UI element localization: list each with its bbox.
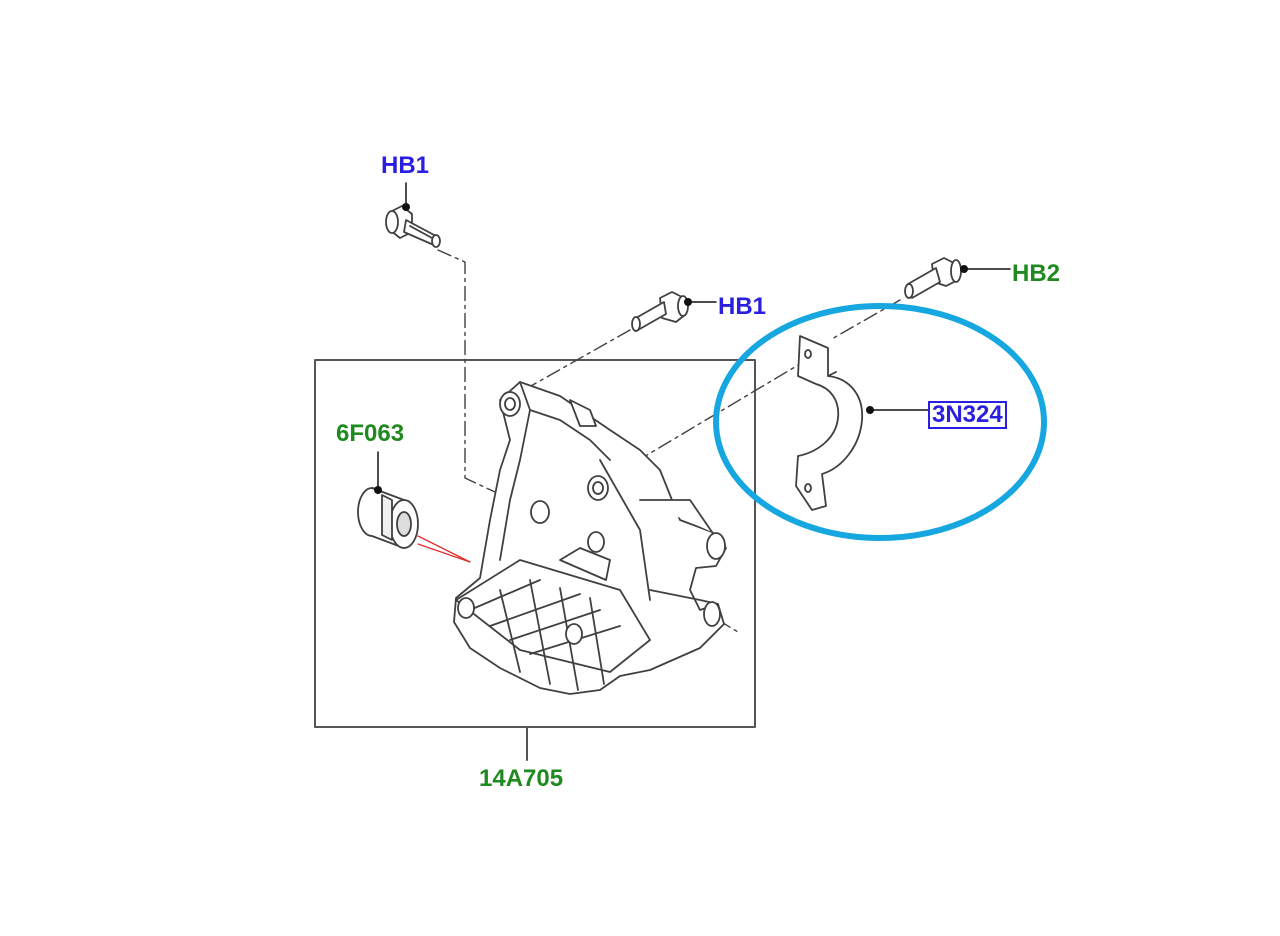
callout-14a705[interactable]: 14A705 [479,765,564,792]
mounting-bracket-14a705-icon [453,381,727,695]
hb1-mid-bolt-icon [631,291,689,332]
callout-hb1-top[interactable]: HB1 [381,152,430,179]
bushing-6f063-icon [357,487,419,549]
bushing-install-arrow [417,535,471,563]
callout-hb2[interactable]: HB2 [1012,260,1061,287]
assembly-frame [314,359,756,728]
callout-3n324[interactable]: 3N324 [928,401,1007,429]
callout-6f063[interactable]: 6F063 [336,420,405,447]
highlight-ellipse [713,303,1047,541]
hb1-top-bolt-icon [385,205,441,248]
hb2-bolt-icon [904,257,962,299]
callout-hb1-mid[interactable]: HB1 [718,293,767,320]
clamp-3n324-icon [795,335,863,511]
